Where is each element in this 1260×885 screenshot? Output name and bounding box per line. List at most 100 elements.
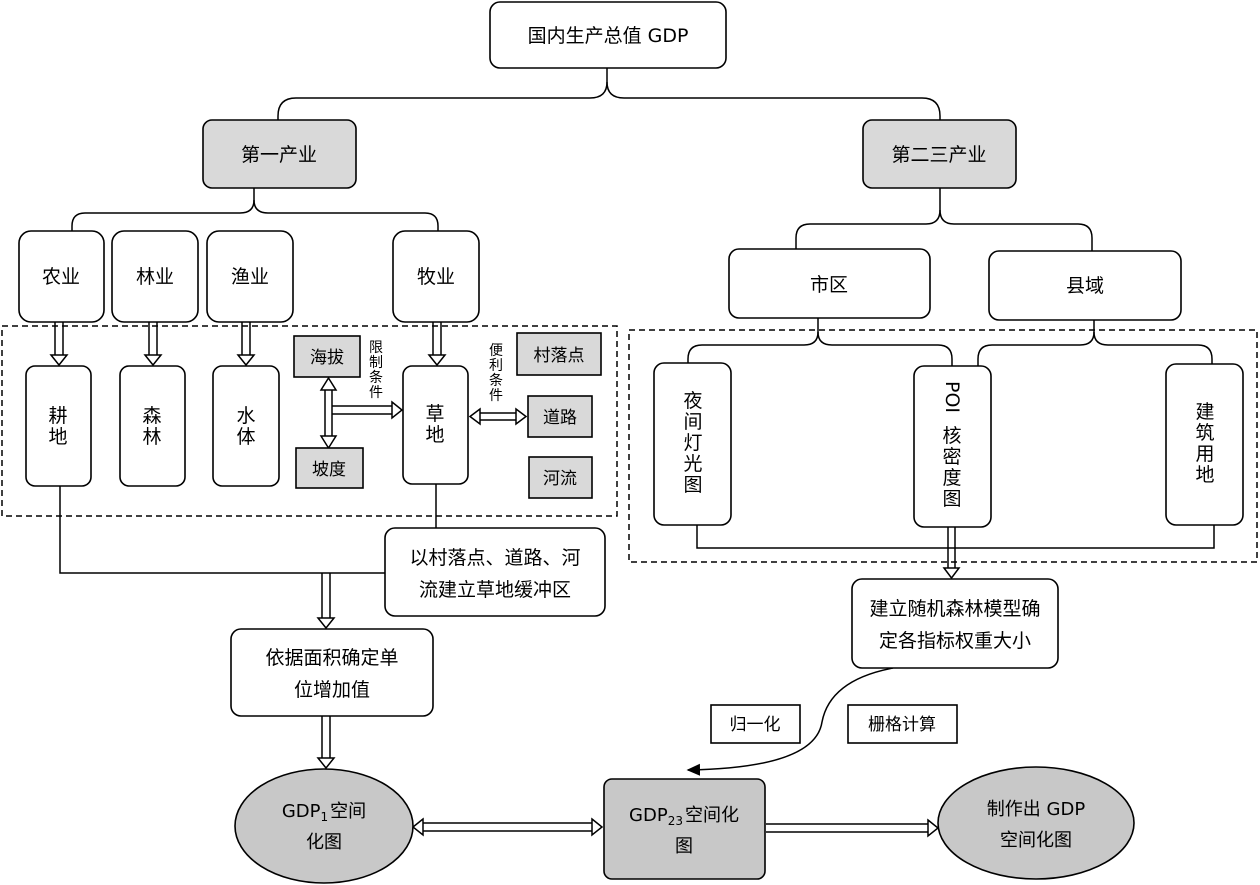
limit-char-1: 限 [369,340,383,356]
urban-node: 市区 [728,248,931,319]
grassland-label-1: 草 [425,403,444,425]
gdp1-line-2: 化图 [306,832,342,853]
primary-industry-node: 第一产业 [202,119,357,189]
county-label: 县域 [1066,275,1104,297]
water-label-2: 体 [236,426,255,448]
secondary-tertiary-node: 第二三产业 [862,119,1017,189]
cropland-label-1: 耕 [48,405,67,427]
river-node: 河流 [528,456,593,499]
limit-char-2: 制 [369,355,383,371]
poi-char-3: 度 [942,467,961,489]
rf-model-node: 建立随机森林模型确 定各指标权重大小 [851,578,1059,669]
forestry-node: 林业 [111,230,199,323]
built-land-char-3: 用 [1195,443,1214,465]
buffer-node: 以村落点、道路、河 流建立草地缓冲区 [384,527,606,617]
built-land-char-1: 建 [1195,401,1214,423]
water-node: 水 体 [212,365,280,487]
unit-value-line-2: 位增加值 [294,679,370,701]
altitude-label: 海拔 [310,348,344,368]
arrow-limit-grassland [332,400,404,420]
village-label: 村落点 [534,346,585,366]
gdp1-tail: 空间 [330,801,366,822]
arrow-gdp1-gdp23 [411,817,604,837]
urban-label: 市区 [810,274,848,296]
arrow-to-gdp1 [316,716,336,770]
arrow-husbandry-grassland [427,322,447,367]
secondary-tertiary-label: 第二三产业 [891,144,986,166]
night-light-char-2: 间 [683,411,702,433]
grassland-label-2: 地 [425,424,444,446]
final-line-2: 空间化图 [1000,830,1072,851]
night-light-char-1: 夜 [683,390,702,412]
cropland-node: 耕 地 [25,365,92,487]
gdp23-line-2: 图 [675,836,693,857]
slope-node: 坡度 [295,447,364,489]
convenience-char-2: 利 [489,358,503,374]
forest-label-2: 林 [142,426,161,448]
altitude-node: 海拔 [293,335,361,378]
final-gdp-map-node: 制作出 GDP 空间化图 [937,766,1135,880]
husbandry-node: 牧业 [392,230,480,323]
normalize-node: 归一化 [710,704,801,744]
night-light-char-5: 图 [683,474,702,496]
agriculture-node: 农业 [18,230,105,323]
arrow-gdp23-final [766,818,940,838]
arrow-fishery-water [236,322,256,367]
secondary-dashed-panel [628,329,1258,563]
agriculture-label: 农业 [42,266,80,288]
primary-industry-label: 第一产业 [241,144,317,166]
rf-model-line-1: 建立随机森林模型确 [869,598,1040,620]
limit-char-4: 件 [369,385,383,401]
final-line-1: 制作出 GDP [987,799,1086,820]
buffer-line-2: 流建立草地缓冲区 [419,579,571,601]
arrow-altitude-slope [319,376,338,450]
double-arrows [49,322,961,838]
gdp23-sub: 23 [668,814,683,828]
gdp-root-node: 国内生产总值 GDP [489,1,727,69]
gdp23-tail: 空间化 [685,805,739,826]
forest-label-1: 森 [142,405,161,427]
built-land-char-4: 地 [1195,464,1214,486]
gdp1-main: GDP [282,801,321,822]
convenience-char-1: 便 [489,343,503,359]
forest-node: 森 林 [119,365,186,487]
grassland-node: 草 地 [402,365,469,485]
normalize-label: 归一化 [730,715,781,735]
built-land-char-2: 筑 [1195,422,1214,444]
poi-text: POI [941,381,963,413]
cropland-label-2: 地 [48,426,67,448]
night-light-char-3: 灯 [683,432,702,454]
fishery-label: 渔业 [231,266,269,288]
gdp1-sub: 1 [321,810,329,824]
slope-label: 坡度 [312,460,346,480]
husbandry-label: 牧业 [417,266,455,288]
convenience-condition-label: 便 利 条 件 [489,343,503,404]
unit-value-node: 依据面积确定单 位增加值 [230,628,434,717]
arrow-forestry-forest [143,322,163,367]
road-node: 道路 [527,395,593,438]
road-label: 道路 [543,408,577,428]
raster-calc-node: 栅格计算 [847,704,958,744]
built-land-node: 建 筑 用 地 [1165,363,1244,526]
limit-condition-label: 限 制 条 件 [369,340,383,401]
arrow-agri-cropland [49,322,69,367]
arrow-to-rf-model [942,527,961,580]
fishery-node: 渔业 [206,230,294,323]
raster-calc-label: 栅格计算 [868,715,936,735]
village-node: 村落点 [516,332,602,376]
convenience-char-4: 件 [489,388,503,404]
limit-char-3: 条 [369,369,383,386]
forestry-label: 林业 [136,266,174,288]
poi-density-node: POI 核 密 度 图 [913,365,992,528]
water-label-1: 水 [236,405,255,427]
arrow-grassland-road [468,407,528,426]
night-light-node: 夜 间 灯 光 图 [653,362,732,526]
poi-char-4: 图 [942,488,961,510]
night-light-char-4: 光 [683,453,702,475]
river-label: 河流 [543,469,577,489]
